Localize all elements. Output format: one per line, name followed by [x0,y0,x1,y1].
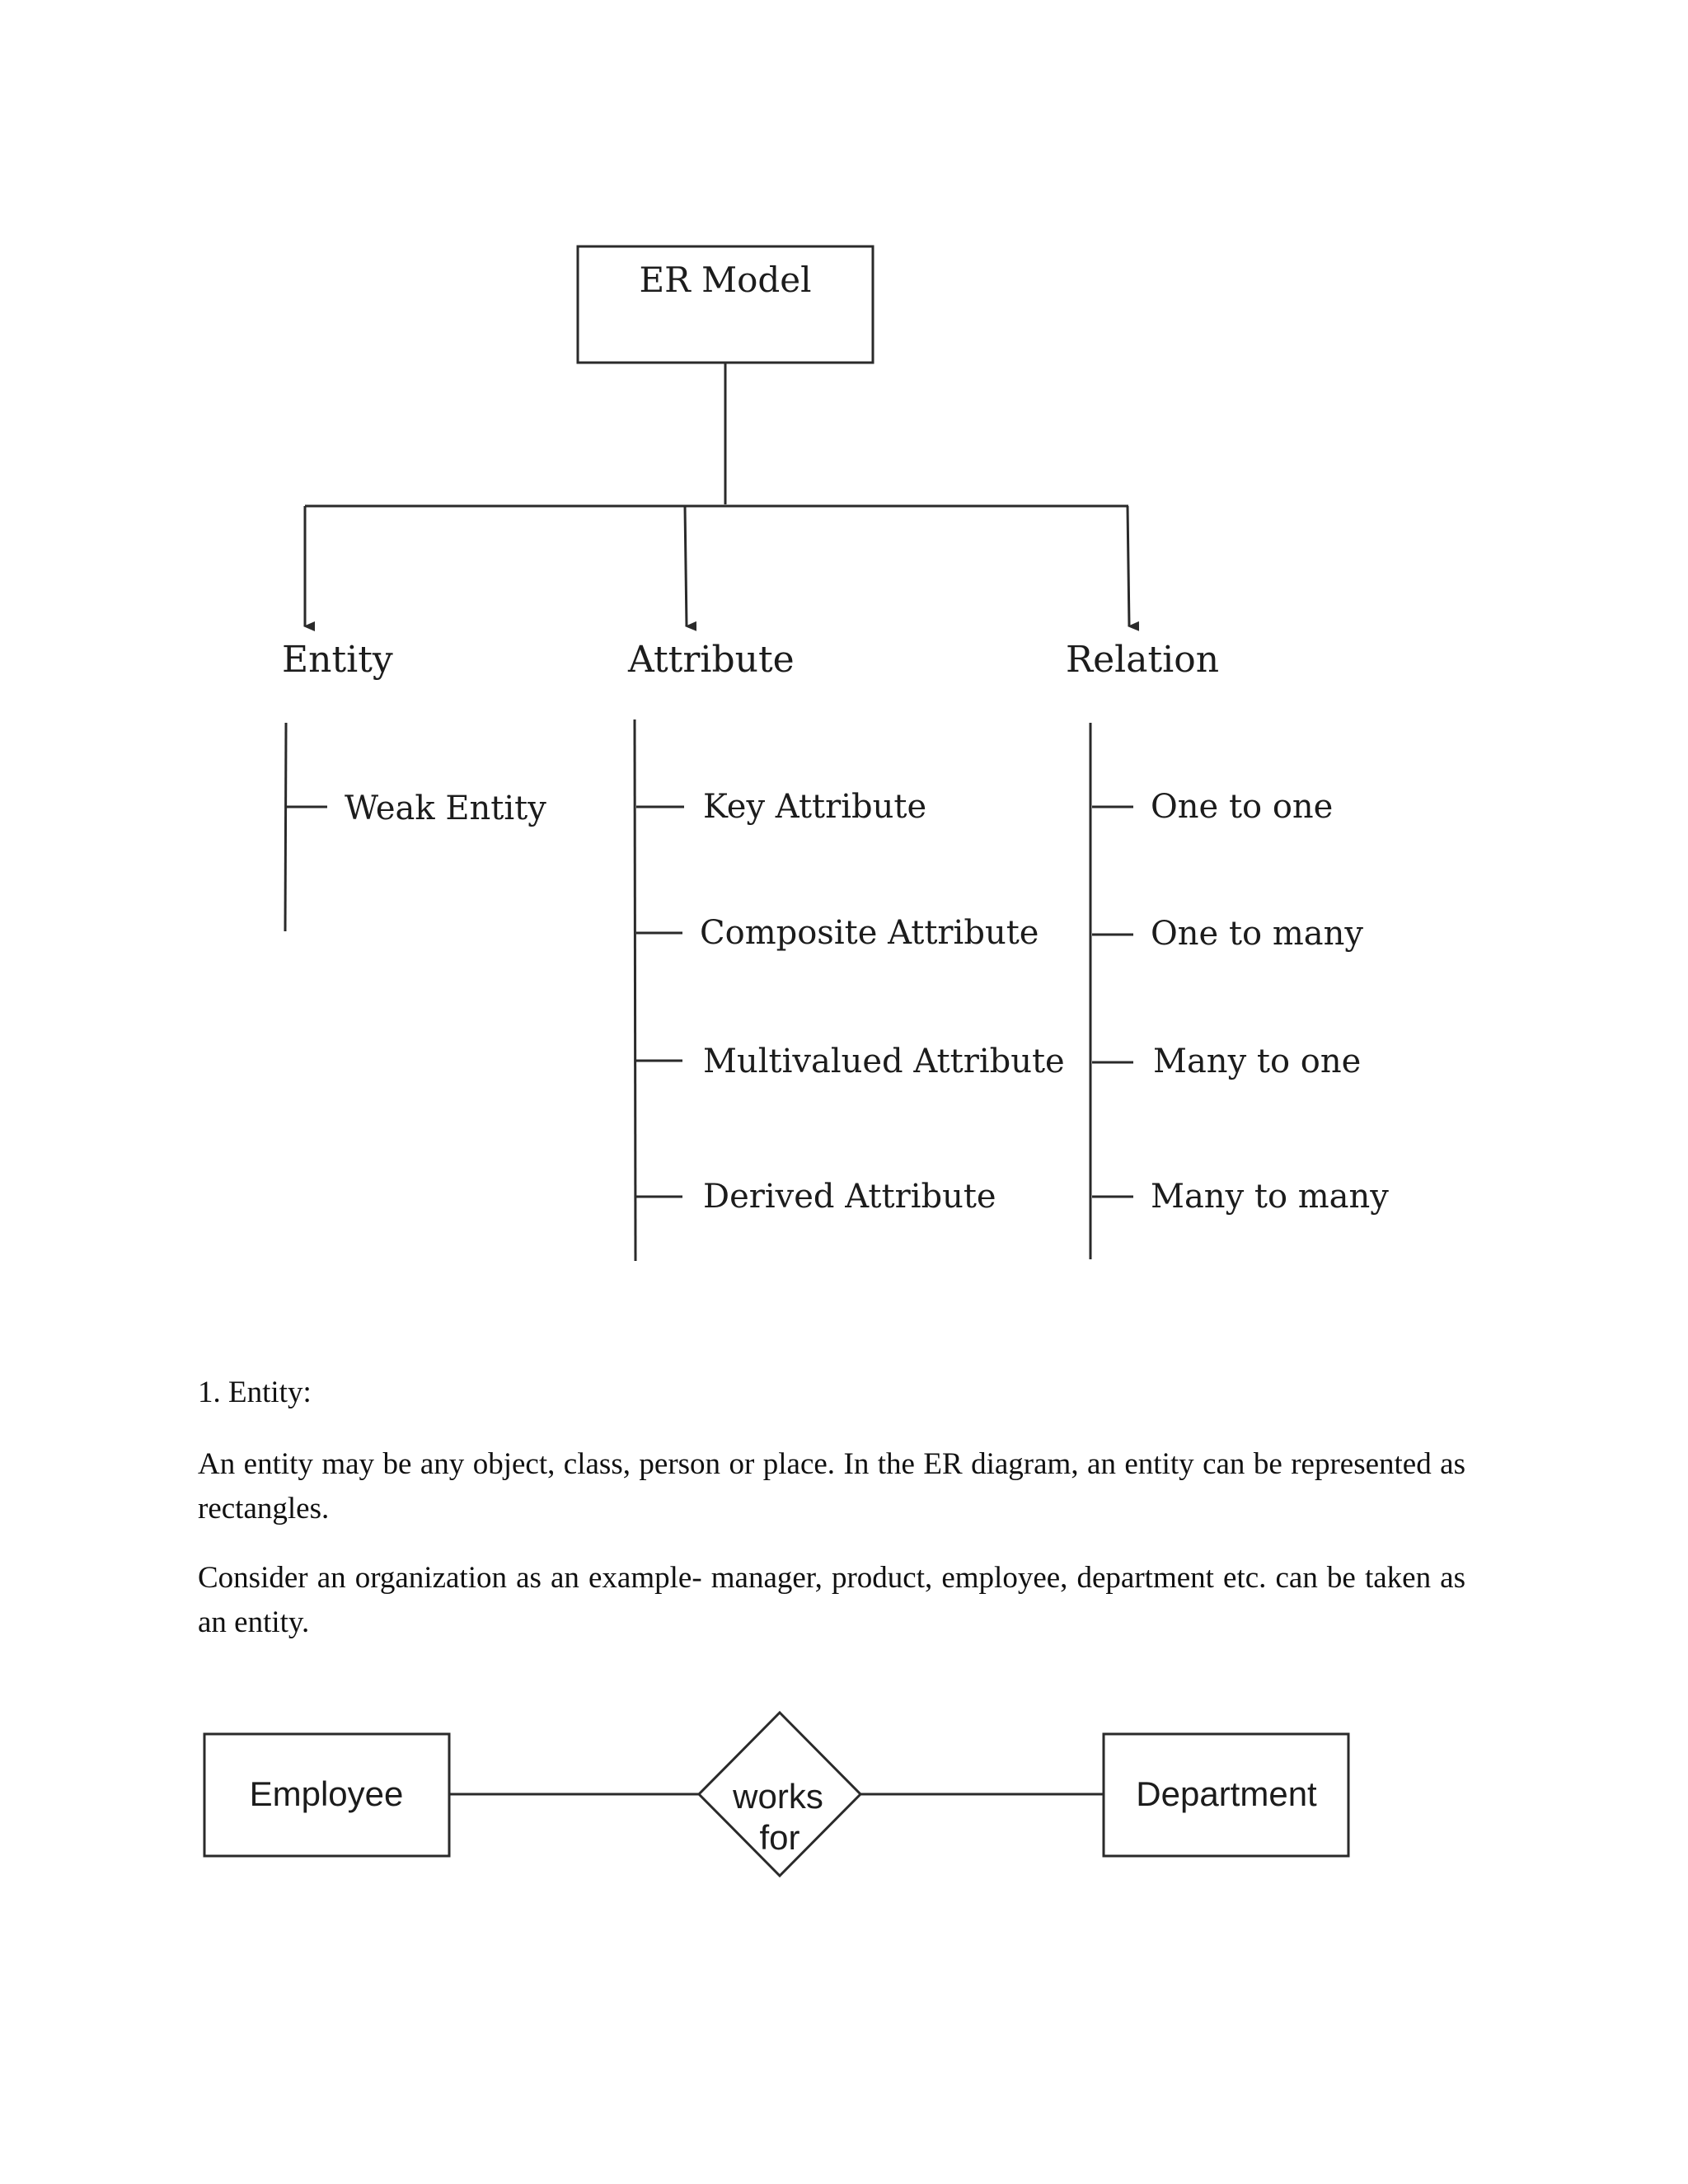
section-heading: 1. Entity: [198,1376,312,1409]
attribute-child-derived: Derived Attribute [703,1178,996,1216]
arrow-to-attribute [683,505,697,631]
entity-example-paragraph: Consider an organization as an example- … [198,1561,1465,1639]
attribute-child-multivalued: Multivalued Attribute [703,1043,1065,1080]
attribute-child-composite: Composite Attribute [700,914,1039,952]
entity-child-weak-entity: Weak Entity [345,790,546,827]
arrow-to-relation [1126,505,1140,631]
department-entity-label: Department [1136,1774,1317,1813]
er-model-box [576,245,874,364]
relation-child-one-to-many: One to many [1151,915,1363,953]
entity-tree-line [284,722,288,932]
branch-entity-label: Entity [282,639,393,681]
branch-relation-label: Relation [1066,639,1219,681]
entity-definition-paragraph: An entity may be any object, class, pers… [198,1447,1465,1526]
attribute-child-key: Key Attribute [703,788,926,826]
relationship-label-line1: works [732,1777,823,1816]
relation-child-one-to-one: One to one [1151,788,1333,826]
employee-entity-box [203,1732,451,1858]
employee-entity-label: Employee [250,1774,404,1813]
relation-child-many-to-one: Many to one [1153,1043,1361,1080]
works-for-relationship-diamond [696,1710,863,1878]
department-entity-box [1102,1732,1350,1858]
relation-child-many-to-many: Many to many [1151,1178,1389,1216]
er-model-label: ER Model [639,260,811,300]
relationship-label-line2: for [759,1818,799,1857]
branch-attribute-label: Attribute [627,639,795,681]
